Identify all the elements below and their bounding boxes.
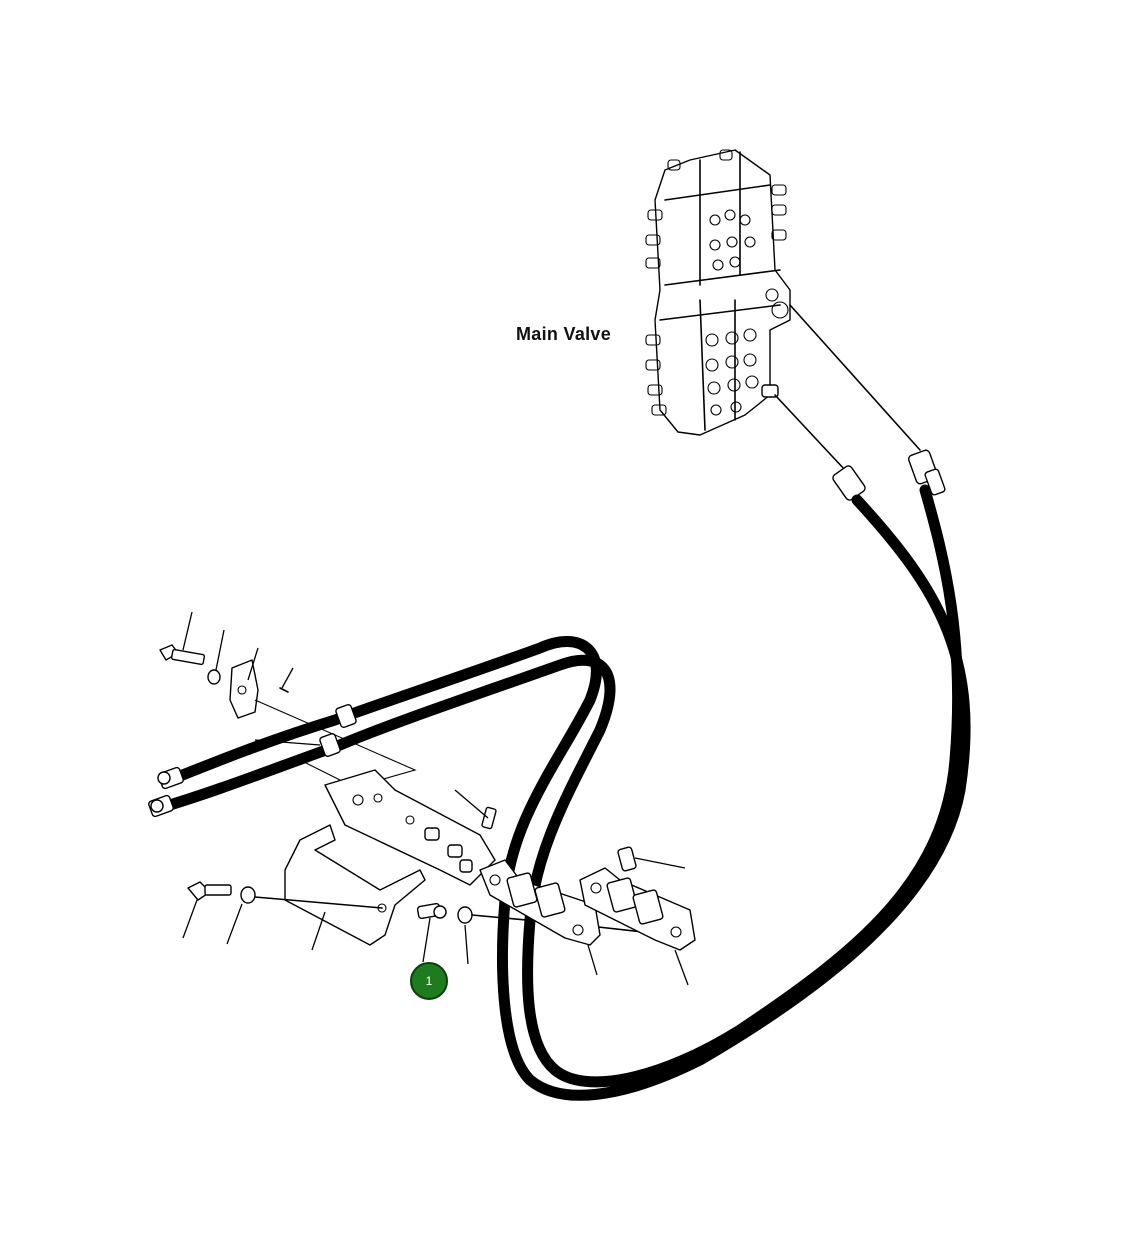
leader-lines (182, 611, 689, 986)
callout-1-number: 1 (425, 974, 433, 988)
hose-clamps (479, 846, 696, 951)
hose-end-fittings-left (148, 766, 184, 818)
pilot-line-upper (789, 304, 921, 451)
hose-a (164, 494, 971, 1101)
callout-1-button[interactable]: 1 (410, 962, 448, 1000)
manifold-block (324, 769, 497, 886)
lower-bolt-washer (187, 881, 383, 909)
main-valve-label: Main Valve (516, 324, 612, 344)
hose-b (154, 484, 964, 1088)
part-1-fitting (416, 902, 671, 936)
pilot-line-lower (774, 394, 846, 471)
hose-sleeves (319, 704, 357, 757)
main-valve-block (645, 149, 791, 436)
upper-bracket-group (159, 644, 417, 791)
